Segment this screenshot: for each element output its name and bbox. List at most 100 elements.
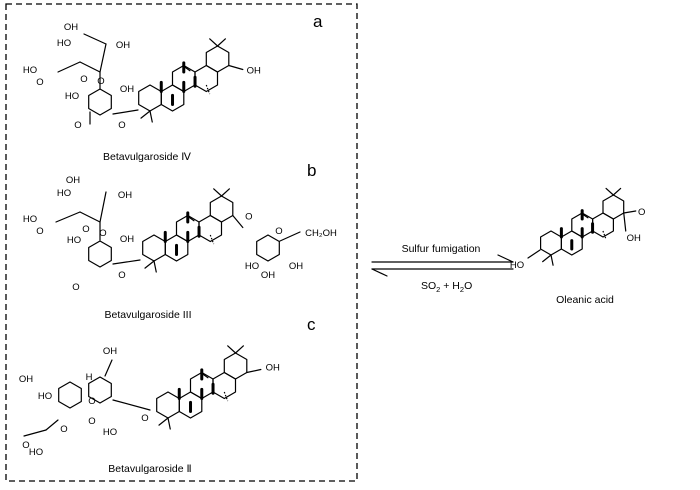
forward-label: Sulfur fumigation: [402, 243, 481, 255]
a-o-glycosidic: O: [118, 120, 125, 131]
b-o-ether: O: [99, 228, 106, 239]
panel-letter-a: a: [313, 12, 323, 31]
c-gem-methyl-2: [167, 417, 171, 430]
b-gem-methyl-1: [144, 260, 155, 269]
a-glycosidic-bond: [112, 109, 139, 115]
c-o-ether: O: [60, 424, 67, 435]
product-cooh-bond: [623, 212, 627, 232]
a-ho-mid: HO: [57, 38, 71, 49]
b-side-chain-2: [79, 211, 101, 223]
b-oh-top: OH: [66, 175, 80, 186]
a-ho-terminal: HO: [23, 65, 37, 76]
a-sugar-oh: OH: [120, 84, 134, 95]
b-ch2oh: CH₂OH: [305, 228, 337, 239]
product-gem-methyl-2: [550, 254, 554, 266]
b-sugar-ring: [88, 240, 112, 268]
reverse-label: SO2 + H2O: [421, 280, 472, 294]
a-gem-methyl-2: [149, 110, 153, 123]
a-side-chain-3: [57, 61, 81, 73]
product-gem-methyl-1: [542, 254, 552, 263]
b-glycosidic-bond: [112, 259, 141, 265]
product-gem-methyl-3: [605, 187, 614, 196]
c-o-glycosidic: O: [141, 413, 148, 424]
b-gem-methyl-2: [153, 260, 157, 273]
b-gem-methyl-4: [220, 188, 231, 197]
b-glc-oh-3: OH: [289, 261, 303, 272]
product-ring-5: [602, 194, 625, 220]
a-side-chain-2: [79, 61, 101, 73]
b-ch2oh-bond: [279, 231, 301, 242]
a-o-carbonyl: O: [80, 74, 87, 85]
b-o-glycosidic: O: [118, 270, 125, 281]
c-ring-5: [223, 352, 248, 380]
a-cooh-bond: [228, 64, 244, 71]
b-side-chain-3: [55, 211, 81, 223]
c-ring-1: [156, 391, 180, 419]
reverse-label-sub2: 2: [460, 285, 464, 294]
a-gem-methyl-1: [140, 110, 151, 119]
a-ring-1: [138, 84, 162, 112]
reverse-label-plus: + H: [440, 280, 460, 292]
a-side-chain-5: [83, 33, 107, 45]
panel-letter-b: b: [307, 161, 316, 180]
product-o-label: O: [638, 207, 645, 218]
b-glucose-o: O: [275, 226, 282, 237]
b-sugar-ho: HO: [67, 235, 81, 246]
a-cooh2-label: O: [74, 120, 81, 131]
a-gem-methyl-4: [216, 38, 227, 47]
product-hashed-bond: [602, 230, 607, 240]
reverse-arrow-head: [371, 268, 388, 277]
c-cooh-label: OH: [266, 363, 280, 374]
b-oh-side: OH: [118, 190, 132, 201]
product-oh-bond: [527, 249, 541, 259]
a-ring-5: [205, 45, 230, 73]
a-gem-methyl-3: [209, 38, 219, 47]
c-h-label: H: [86, 372, 93, 383]
c-gem-methyl-1: [158, 417, 169, 426]
b-ring-5: [209, 195, 234, 223]
b-glc-oh-2: OH: [261, 270, 275, 281]
c-side-chain-2: [23, 429, 47, 437]
c-cooh2-bond: [104, 359, 113, 377]
c-glycosidic-bond: [112, 399, 151, 411]
c-sugar-cooh: OH: [103, 346, 117, 357]
c-ho-label: HO: [38, 391, 52, 402]
b-ester-o: O: [245, 212, 252, 223]
c-oh-bottom: HO: [103, 427, 117, 438]
a-o-acid: O: [36, 77, 43, 88]
panel-letter-c: c: [307, 315, 316, 334]
forward-arrow-head: [497, 254, 514, 263]
b-double-bond: [187, 216, 195, 222]
reverse-label-so: SO: [421, 280, 436, 292]
a-sugar-ho: HO: [65, 91, 79, 102]
c-double-bond: [201, 373, 209, 379]
product-gem-methyl-4: [612, 187, 622, 196]
c-sugar-ring-2: [58, 381, 82, 409]
c-sugar-ring-1: [88, 376, 112, 404]
c-hooh-label: OH: [19, 374, 33, 385]
product-cooh-label: OH: [627, 233, 641, 244]
caption-betavulgaroside-iv: Betavulgaroside Ⅳ: [103, 151, 192, 163]
a-oh-top: OH: [64, 22, 78, 33]
b-cooh-label: O: [72, 282, 79, 293]
c-ho-terminal: HO: [29, 447, 43, 458]
b-ring-1: [142, 234, 166, 262]
caption-oleanic-acid: Oleanic acid: [556, 294, 614, 306]
product-ring-1: [539, 230, 563, 256]
dashed-frame: [5, 3, 358, 482]
c-cooh-bond: [246, 368, 262, 374]
caption-betavulgaroside-iii: Betavulgaroside III: [105, 309, 192, 321]
b-o-acid: O: [36, 226, 43, 237]
reverse-label-sub1: 2: [436, 285, 440, 294]
product-co-bond: [623, 210, 637, 214]
a-double-bond: [183, 66, 191, 72]
c-o-bridge-2: O: [88, 416, 95, 427]
b-ho-terminal: HO: [23, 214, 37, 225]
a-o-ether: O: [97, 76, 104, 87]
c-side-chain-1: [45, 419, 59, 431]
c-gem-methyl-3: [227, 345, 237, 354]
